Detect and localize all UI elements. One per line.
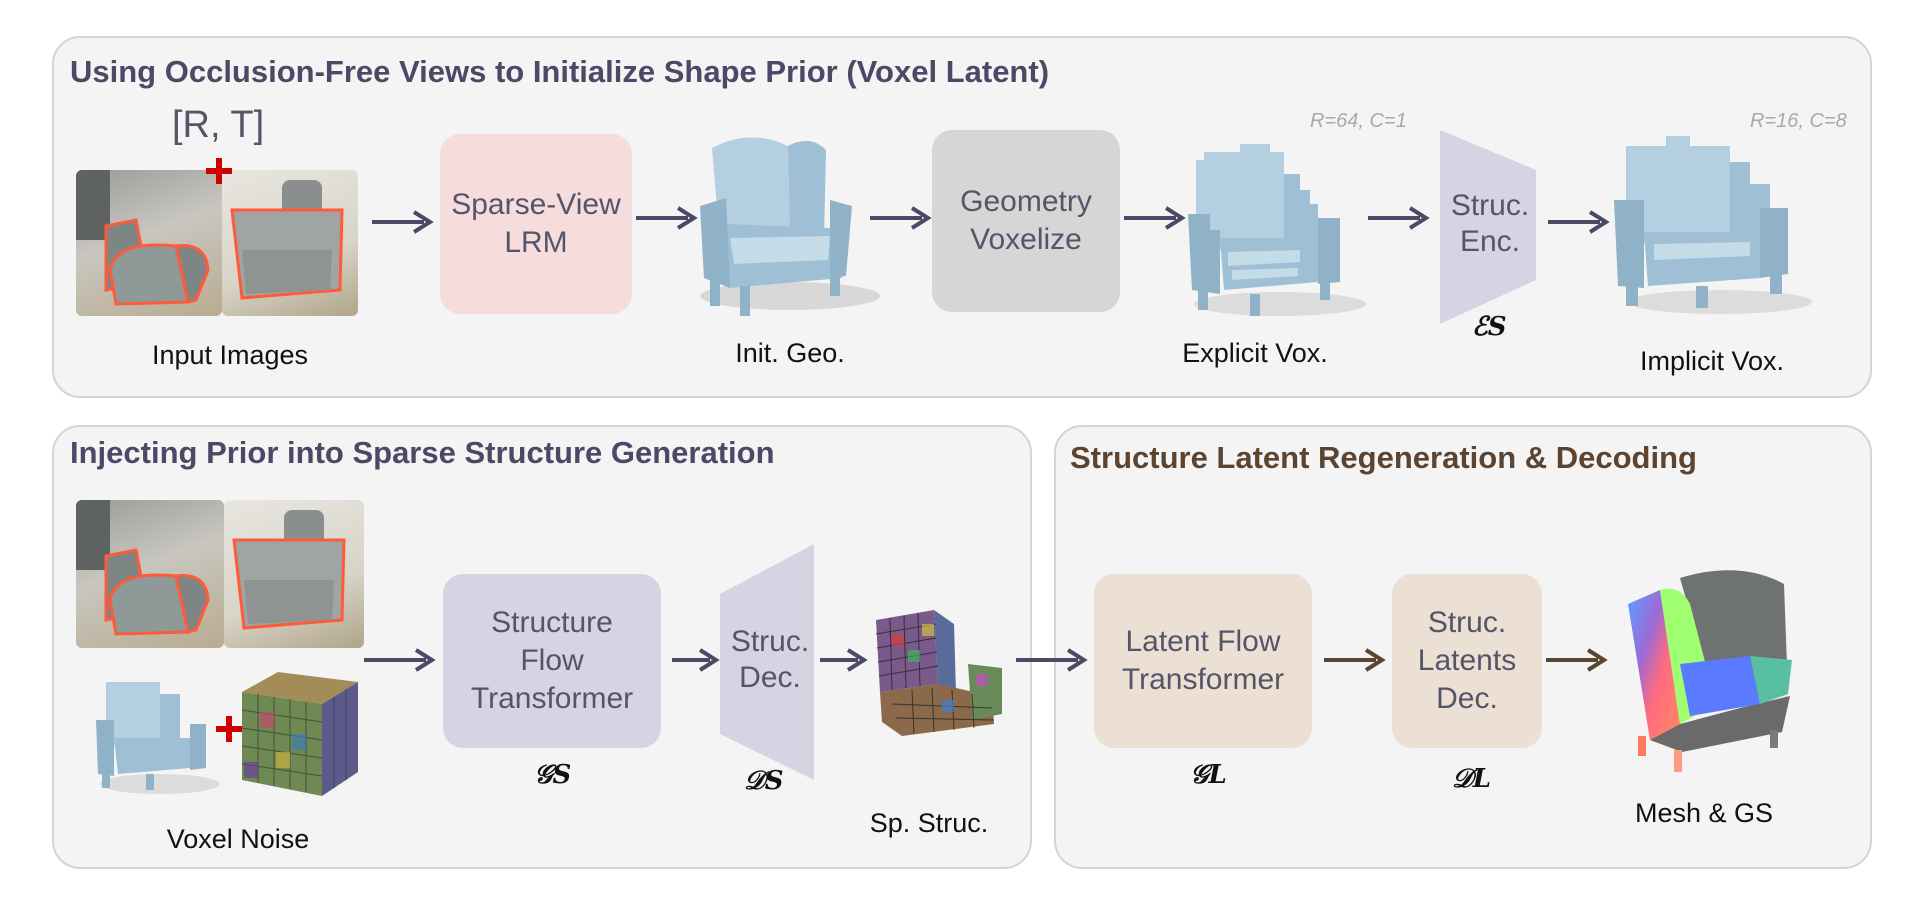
arrow-icon	[820, 648, 868, 672]
init-geo-label: Init. Geo.	[735, 338, 845, 368]
chair-icon	[76, 170, 210, 306]
chair-icon	[232, 510, 346, 630]
struc-enc-label: Struc. Enc.	[1450, 189, 1530, 258]
struc-dec-symbol: 𝒟S	[744, 766, 784, 796]
plus-icon	[206, 158, 232, 184]
structure-flow-symbol: 𝒢S	[534, 760, 572, 790]
struc-enc-shape	[1440, 130, 1536, 324]
struc-latents-dec-box: Struc. Latents Dec.	[1392, 574, 1542, 748]
arrow-icon	[1016, 648, 1088, 672]
colored-mesh-icon	[1628, 570, 1792, 772]
voxel-noise-label: Voxel Noise	[166, 824, 310, 854]
arrow-icon	[1324, 648, 1386, 672]
arrow-icon	[364, 648, 436, 672]
arrow-icon	[1368, 206, 1430, 230]
input-image-1-bottom	[76, 500, 224, 648]
structure-flow-transformer-box: Structure Flow Transformer	[443, 574, 661, 748]
arrow-icon	[870, 206, 932, 230]
sparse-view-lrm-box: Sparse-View LRM	[440, 134, 632, 314]
chair-icon	[230, 180, 344, 300]
plus-icon	[216, 716, 242, 742]
voxel-chair-icon	[1188, 144, 1366, 316]
voxel-chair-icon	[875, 610, 1002, 736]
explicit-vox-label: Explicit Vox.	[1182, 338, 1328, 368]
input-image-1	[76, 170, 222, 316]
panel-title-shape-prior: Using Occlusion-Free Views to Initialize…	[70, 54, 1050, 89]
explicit-res-label: R=64, C=1	[1310, 110, 1407, 132]
sp-struc-label: Sp. Struc.	[869, 808, 989, 838]
struc-dec-label: Struc. Dec.	[730, 625, 810, 694]
chair-icon	[76, 500, 210, 636]
arrow-icon	[1124, 206, 1186, 230]
mesh-gs-label: Mesh & GS	[1634, 798, 1774, 828]
arrow-icon	[672, 648, 720, 672]
voxel-chair-icon	[96, 682, 220, 794]
input-image-2	[222, 170, 358, 316]
arrow-icon	[372, 210, 434, 234]
chair-icon	[700, 137, 880, 316]
latent-flow-symbol: 𝒢L	[1190, 760, 1227, 790]
noise-cube-icon	[241, 672, 358, 796]
input-image-2-bottom	[224, 500, 364, 648]
implicit-res-label: R=16, C=8	[1750, 110, 1847, 132]
struc-latents-symbol: 𝒟L	[1452, 764, 1492, 794]
arrow-icon	[1548, 210, 1610, 234]
implicit-vox-label: Implicit Vox.	[1639, 346, 1785, 376]
input-images-label: Input Images	[151, 340, 309, 370]
panel-title-latent-decoding: Structure Latent Regeneration & Decoding	[1070, 440, 1697, 475]
arrow-icon	[636, 206, 698, 230]
latent-flow-transformer-box: Latent Flow Transformer	[1094, 574, 1312, 748]
struc-enc-symbol: ℰS	[1472, 312, 1507, 342]
pose-label: [R, T]	[172, 104, 265, 146]
geometry-voxelize-box: Geometry Voxelize	[932, 130, 1120, 312]
struc-dec-shape	[720, 544, 814, 780]
voxel-chair-icon	[1614, 136, 1812, 314]
arrow-icon	[1546, 648, 1608, 672]
panel-title-sparse-structure: Injecting Prior into Sparse Structure Ge…	[70, 435, 775, 470]
